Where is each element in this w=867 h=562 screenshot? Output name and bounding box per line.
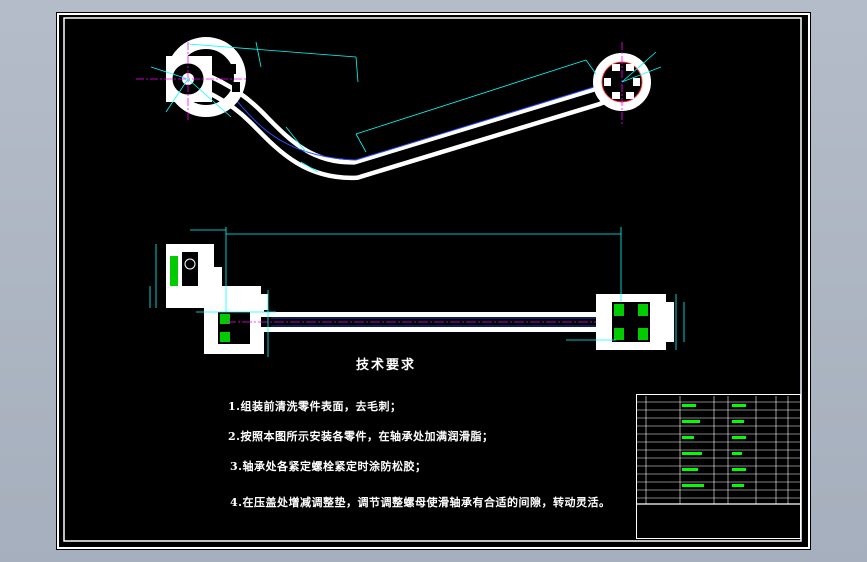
right-bearing-hatch-2 xyxy=(638,304,648,316)
bracket-hatch xyxy=(170,256,178,296)
parts-list xyxy=(636,396,801,505)
outer-frame xyxy=(57,13,810,549)
shaft-bore xyxy=(261,317,606,327)
right-cap xyxy=(656,302,674,342)
dim-right-radial-2 xyxy=(621,66,662,83)
left-bearing-hatch-top xyxy=(220,314,230,324)
dim-arm-top xyxy=(355,59,587,135)
left-nut xyxy=(250,294,268,310)
left-hub-notch-3 xyxy=(232,82,240,92)
right-bearing-hatch-1 xyxy=(614,304,624,316)
dim-left-radial-1 xyxy=(150,66,189,80)
requirement-2: 2.按照本图所示安装各零件，在轴承处加满润滑脂； xyxy=(228,430,494,443)
dim-top-3 xyxy=(355,56,359,83)
dim-top-2 xyxy=(255,41,262,68)
parts-list-cells xyxy=(682,404,746,487)
right-hub-key-6 xyxy=(626,92,634,99)
bracket-lower xyxy=(166,286,261,308)
dim-top-1 xyxy=(187,43,357,58)
inner-frame xyxy=(63,17,802,542)
dim-arm-ext-2 xyxy=(585,59,597,75)
front-view xyxy=(149,227,685,357)
dim-bend-2 xyxy=(300,161,319,173)
bracket-hole xyxy=(184,258,196,270)
right-hub-key-3 xyxy=(604,78,611,86)
dim-left-radial-2 xyxy=(165,78,189,113)
requirement-4: 4.在压盖处增减调整垫，调节调整螺母使滑轴承有合适的间隙，转动灵活。 xyxy=(230,496,611,509)
right-hub-key-1 xyxy=(612,64,620,71)
dim-arm-ext-1 xyxy=(355,133,367,153)
right-hub-key-4 xyxy=(633,78,640,86)
drawing-sheet: 技术要求 1.组装前清洗零件表面，去毛刺； 2.按照本图所示安装各零件，在轴承处… xyxy=(56,12,811,550)
arm-centerline xyxy=(235,83,605,161)
dim-left-radial-3 xyxy=(187,78,232,118)
requirement-3: 3.轴承处各紧定螺栓紧定时涂防松胶； xyxy=(230,460,427,473)
requirement-1: 1.组装前清洗零件表面，去毛刺； xyxy=(228,400,402,413)
right-hub-key-2 xyxy=(626,64,634,71)
right-bearing-hatch-3 xyxy=(614,328,624,340)
title-block xyxy=(636,394,801,539)
technical-requirements-title: 技术要求 xyxy=(356,358,417,373)
left-hub-notch-1 xyxy=(214,58,222,68)
left-bearing-hatch-bot xyxy=(220,332,230,342)
bracket-stem xyxy=(204,267,222,289)
left-hub-notch-2 xyxy=(228,64,236,74)
cad-drawing xyxy=(57,13,810,549)
right-hub-key-5 xyxy=(612,92,620,99)
dim-right-radial-1 xyxy=(621,51,657,83)
top-view xyxy=(136,37,662,181)
dim-bend-1 xyxy=(285,126,307,153)
right-bearing-hatch-4 xyxy=(638,328,648,340)
